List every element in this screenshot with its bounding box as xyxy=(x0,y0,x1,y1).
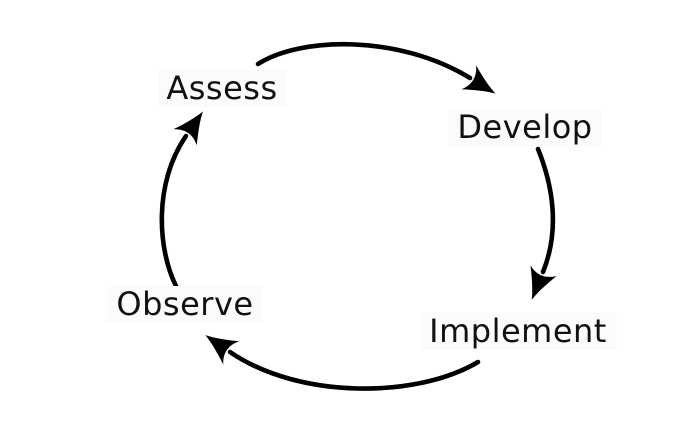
node-label-assess: Assess xyxy=(157,70,287,108)
arrow-implement-to-observe xyxy=(205,335,481,391)
node-label-observe: Observe xyxy=(107,286,263,324)
node-label-develop: Develop xyxy=(448,109,602,147)
node-label-implement: Implement xyxy=(420,313,616,351)
arrow-observe-to-assess xyxy=(159,111,203,289)
arrow-develop-to-implement xyxy=(530,146,557,300)
arrow-assess-to-develop xyxy=(255,41,496,94)
